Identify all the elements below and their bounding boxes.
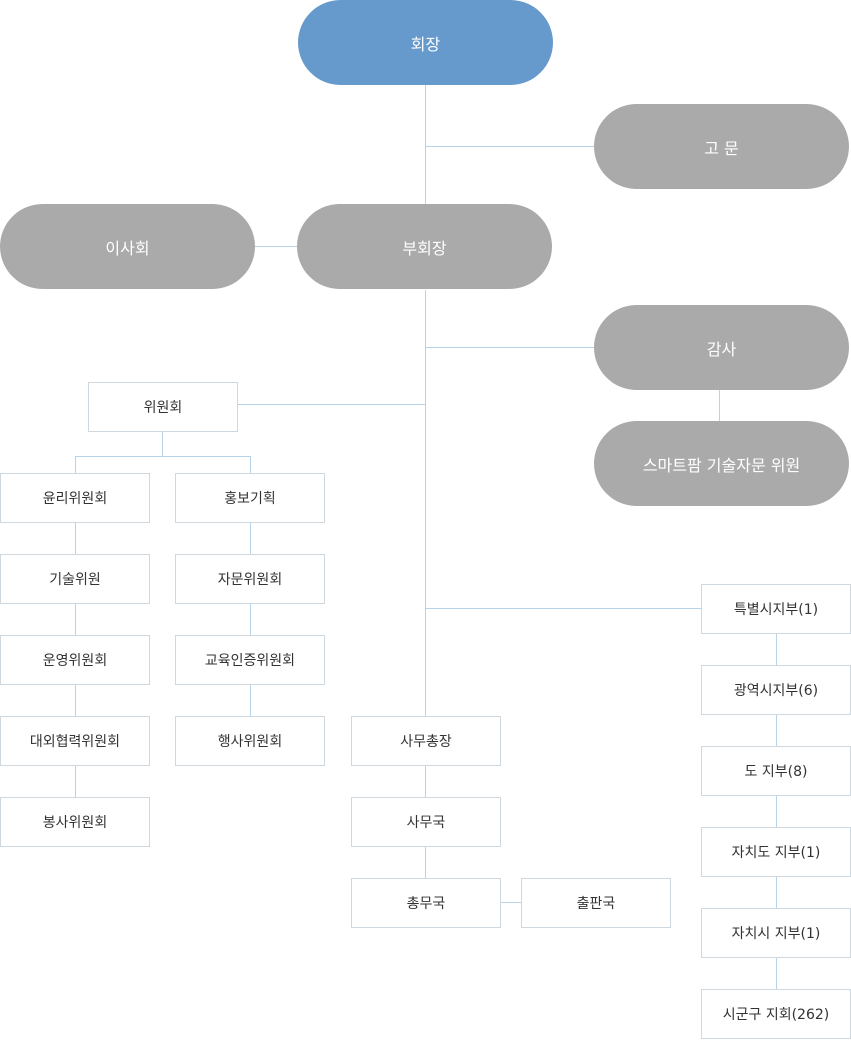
- committee-right-item: 행사위원회: [175, 716, 325, 766]
- branch-item: 시군구 지회(262): [701, 989, 851, 1039]
- committee-left-item: 윤리위원회: [0, 473, 150, 523]
- board-node: 이사회: [0, 204, 255, 289]
- branch-item: 자치시 지부(1): [701, 908, 851, 958]
- connector-line: [250, 456, 251, 474]
- connector-line: [250, 523, 251, 717]
- branch-item: 특별시지부(1): [701, 584, 851, 634]
- auditor-node: 감사: [594, 305, 849, 390]
- branch-item: 광역시지부(6): [701, 665, 851, 715]
- committee-right-item: 홍보기획: [175, 473, 325, 523]
- connector-line: [237, 404, 426, 405]
- branch-item: 도 지부(8): [701, 746, 851, 796]
- committee-right-item: 자문위원회: [175, 554, 325, 604]
- branch-item: 자치도 지부(1): [701, 827, 851, 877]
- connector-line: [500, 902, 522, 903]
- connector-line: [425, 290, 426, 716]
- connector-line: [719, 390, 720, 422]
- connector-line: [254, 246, 298, 247]
- connector-line: [425, 146, 595, 147]
- advisor-node: 고 문: [594, 104, 849, 189]
- office-node: 사무국: [351, 797, 501, 847]
- committee-left-item: 운영위원회: [0, 635, 150, 685]
- committee-node: 위원회: [88, 382, 238, 432]
- committee-left-item: 봉사위원회: [0, 797, 150, 847]
- committee-right-item: 교육인증위원회: [175, 635, 325, 685]
- committee-left-item: 기술위원: [0, 554, 150, 604]
- connector-line: [162, 432, 163, 456]
- secretary-general-node: 사무총장: [351, 716, 501, 766]
- connector-line: [425, 347, 595, 348]
- smartfarm-advisor-node: 스마트팜 기술자문 위원: [594, 421, 849, 506]
- president-node: 회장: [298, 0, 553, 85]
- vice-president-node: 부회장: [297, 204, 552, 289]
- committee-left-item: 대외협력위원회: [0, 716, 150, 766]
- connector-line: [425, 85, 426, 205]
- connector-line: [75, 456, 76, 474]
- publishing-node: 출판국: [521, 878, 671, 928]
- general-affairs-node: 총무국: [351, 878, 501, 928]
- connector-line: [425, 608, 702, 609]
- connector-line: [75, 456, 251, 457]
- connector-line: [776, 634, 777, 990]
